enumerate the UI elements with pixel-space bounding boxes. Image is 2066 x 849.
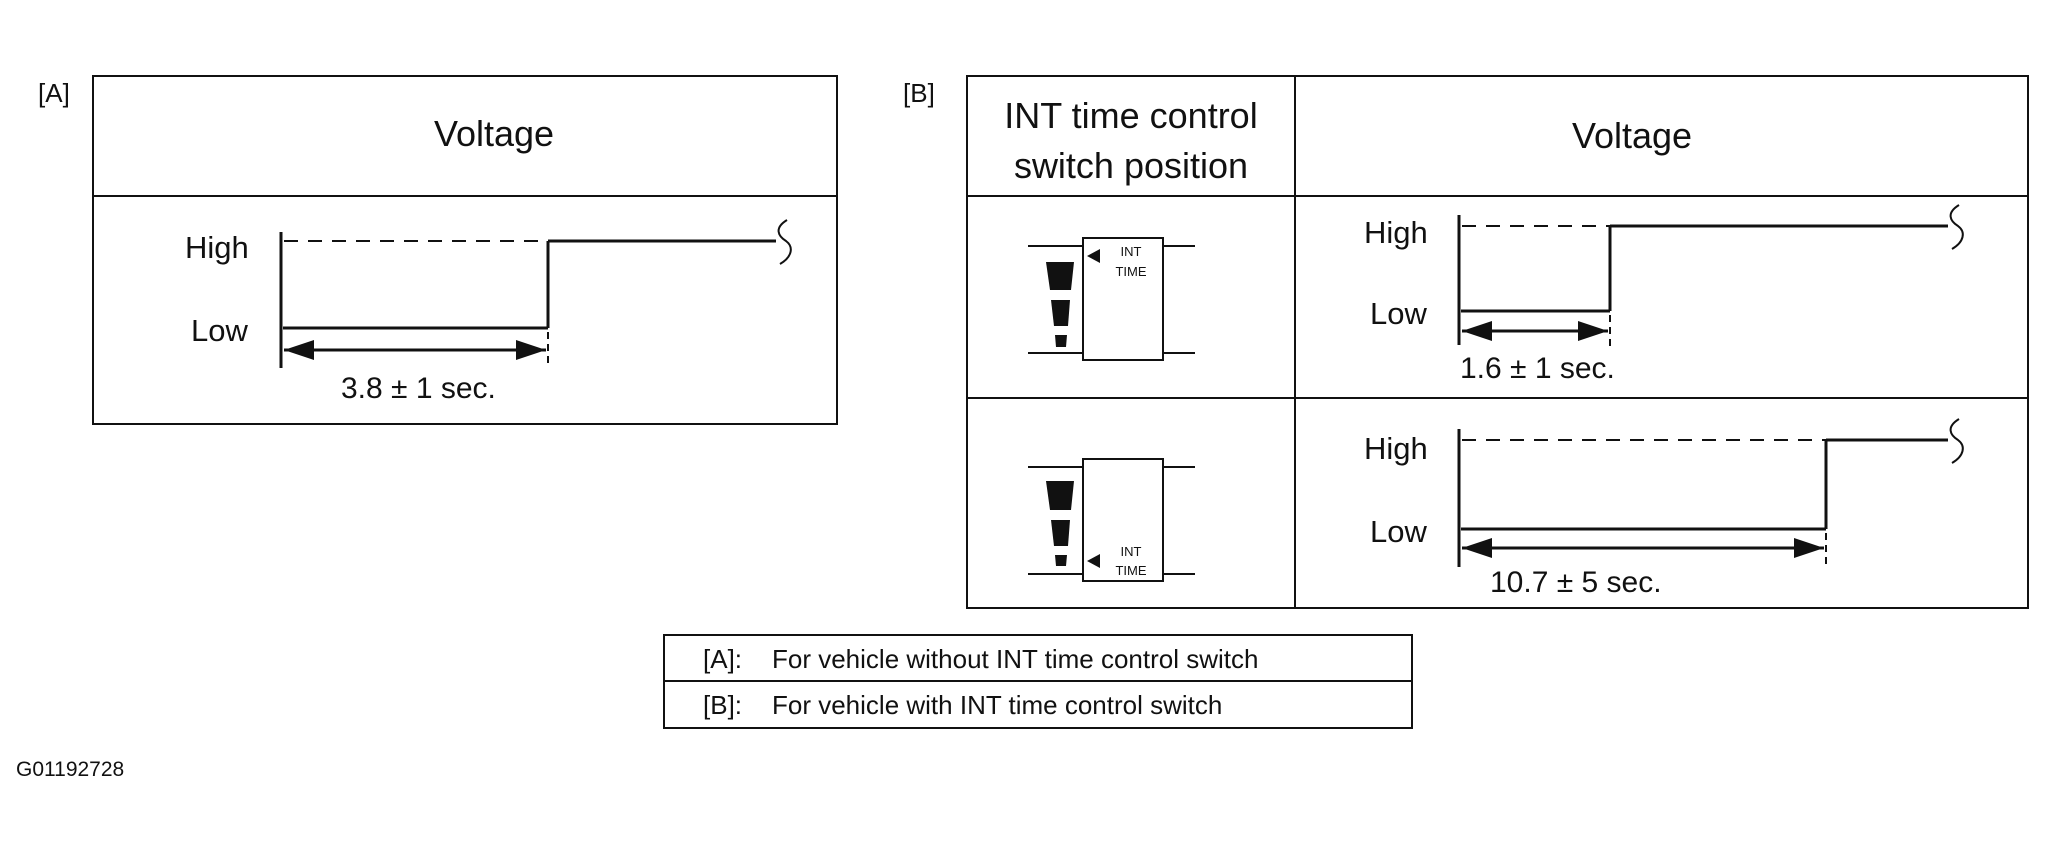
panel-a-frame bbox=[92, 75, 838, 425]
panel-a-header: Voltage bbox=[434, 113, 554, 154]
row2-high-label: High bbox=[1364, 431, 1428, 466]
row1-waveform bbox=[1457, 204, 1964, 345]
panel-a-duration: 3.8 ± 1 sec. bbox=[341, 372, 496, 405]
figure-code: G01192728 bbox=[16, 758, 124, 781]
switch-label-line1: INT bbox=[1121, 244, 1142, 259]
row2-low-label: Low bbox=[1370, 514, 1427, 549]
switch-pointer-icon bbox=[1087, 249, 1100, 263]
legend-text-b: For vehicle with INT time control switch bbox=[772, 690, 1222, 720]
panel-b: [B] INT time control switch position Vol… bbox=[903, 75, 2029, 609]
legend-table: [A]: For vehicle without INT time contro… bbox=[663, 634, 1413, 729]
switch-label-line2: TIME bbox=[1115, 563, 1146, 578]
switch-scale-segment-1 bbox=[1046, 481, 1074, 510]
row1-low-label: Low bbox=[1370, 296, 1427, 331]
row1-high-label: High bbox=[1364, 215, 1428, 250]
panel-a-low-label: Low bbox=[191, 313, 248, 348]
row1-duration: 1.6 ± 1 sec. bbox=[1460, 352, 1615, 385]
panel-a: [A] Voltage High Low 3.8 ± 1 sec. bbox=[38, 75, 838, 425]
panel-a-high-label: High bbox=[185, 230, 249, 265]
int-time-switch-row2-icon: INT TIME bbox=[1028, 458, 1195, 582]
panel-b-voltage-header: Voltage bbox=[1572, 115, 1692, 156]
panel-b-frame bbox=[966, 75, 2029, 609]
switch-scale-segment-2 bbox=[1051, 520, 1070, 546]
switch-label-line2: TIME bbox=[1115, 264, 1146, 279]
switch-scale-segment-3 bbox=[1055, 555, 1067, 566]
position-header-line2: switch position bbox=[1014, 145, 1248, 186]
row2-duration: 10.7 ± 5 sec. bbox=[1490, 566, 1662, 599]
switch-scale-segment-3 bbox=[1055, 335, 1067, 347]
legend-text-a: For vehicle without INT time control swi… bbox=[772, 644, 1258, 674]
int-time-switch-row1-icon: INT TIME bbox=[1028, 237, 1195, 361]
switch-scale-segment-1 bbox=[1046, 262, 1074, 290]
panel-a-tag: [A] bbox=[38, 78, 70, 108]
legend-key-a: [A]: bbox=[703, 644, 742, 674]
panel-a-waveform bbox=[279, 219, 792, 368]
row2-waveform bbox=[1457, 418, 1964, 567]
switch-label-line1: INT bbox=[1121, 544, 1142, 559]
switch-scale-segment-2 bbox=[1051, 300, 1070, 326]
legend-key-b: [B]: bbox=[703, 690, 742, 720]
panel-b-tag: [B] bbox=[903, 78, 935, 108]
position-header-line1: INT time control bbox=[1004, 95, 1257, 136]
switch-pointer-icon bbox=[1087, 554, 1100, 568]
